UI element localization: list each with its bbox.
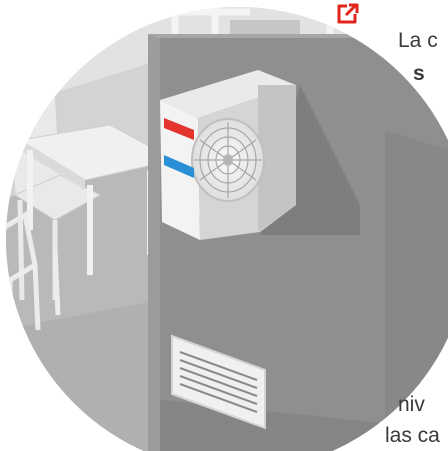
external-link-icon[interactable] xyxy=(335,2,361,26)
side-text-line-4: las ca xyxy=(385,424,440,448)
side-text-line-3: niv xyxy=(398,393,425,417)
side-text-line-1: La c xyxy=(398,29,438,53)
ac-unit xyxy=(160,70,296,240)
side-text-line-2: s xyxy=(413,62,425,86)
